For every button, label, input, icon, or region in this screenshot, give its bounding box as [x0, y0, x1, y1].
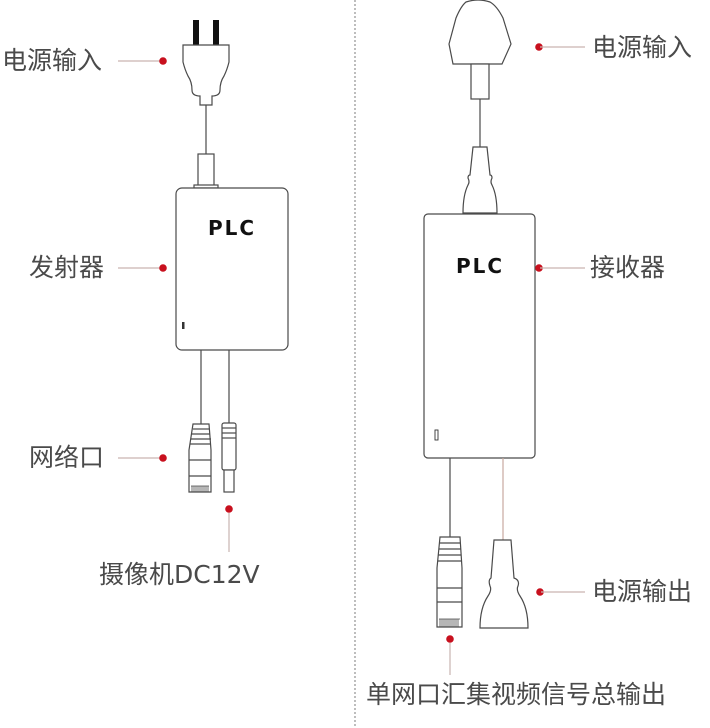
transmitter-led-icon: [182, 322, 185, 329]
two-pin-plug-icon: [182, 20, 230, 106]
label-transmitter-power-input: 电源输入: [2, 46, 103, 75]
left-leaders: [118, 57, 233, 552]
transmitter-body: [175, 187, 289, 351]
right-leaders: [446, 43, 585, 675]
receiver-power-socket-icon: [462, 146, 498, 214]
label-camera-dc12v: 摄像机DC12V: [99, 560, 260, 589]
three-pin-plug-icon: [448, 0, 512, 100]
power-output-socket-icon: [479, 539, 529, 629]
label-power-output: 电源输出: [592, 577, 693, 606]
rj45-connector-icon: [188, 423, 212, 493]
receiver-rj45-connector-icon: [436, 536, 463, 628]
label-transmitter: 发射器: [29, 253, 105, 282]
receiver-body: [423, 213, 536, 459]
label-receiver: 接收器: [590, 253, 666, 282]
dc-barrel-connector-icon: [221, 422, 237, 493]
label-receiver-power-input: 电源输入: [592, 33, 693, 62]
label-network-port: 网络口: [29, 443, 105, 472]
receiver-led-icon: [434, 429, 439, 441]
receiver-brand-logo: PLC: [456, 254, 505, 278]
label-video-output: 单网口汇集视频信号总输出: [366, 680, 667, 709]
cable-strain-relief: [193, 153, 219, 189]
transmitter-brand-logo: PLC: [208, 216, 257, 240]
